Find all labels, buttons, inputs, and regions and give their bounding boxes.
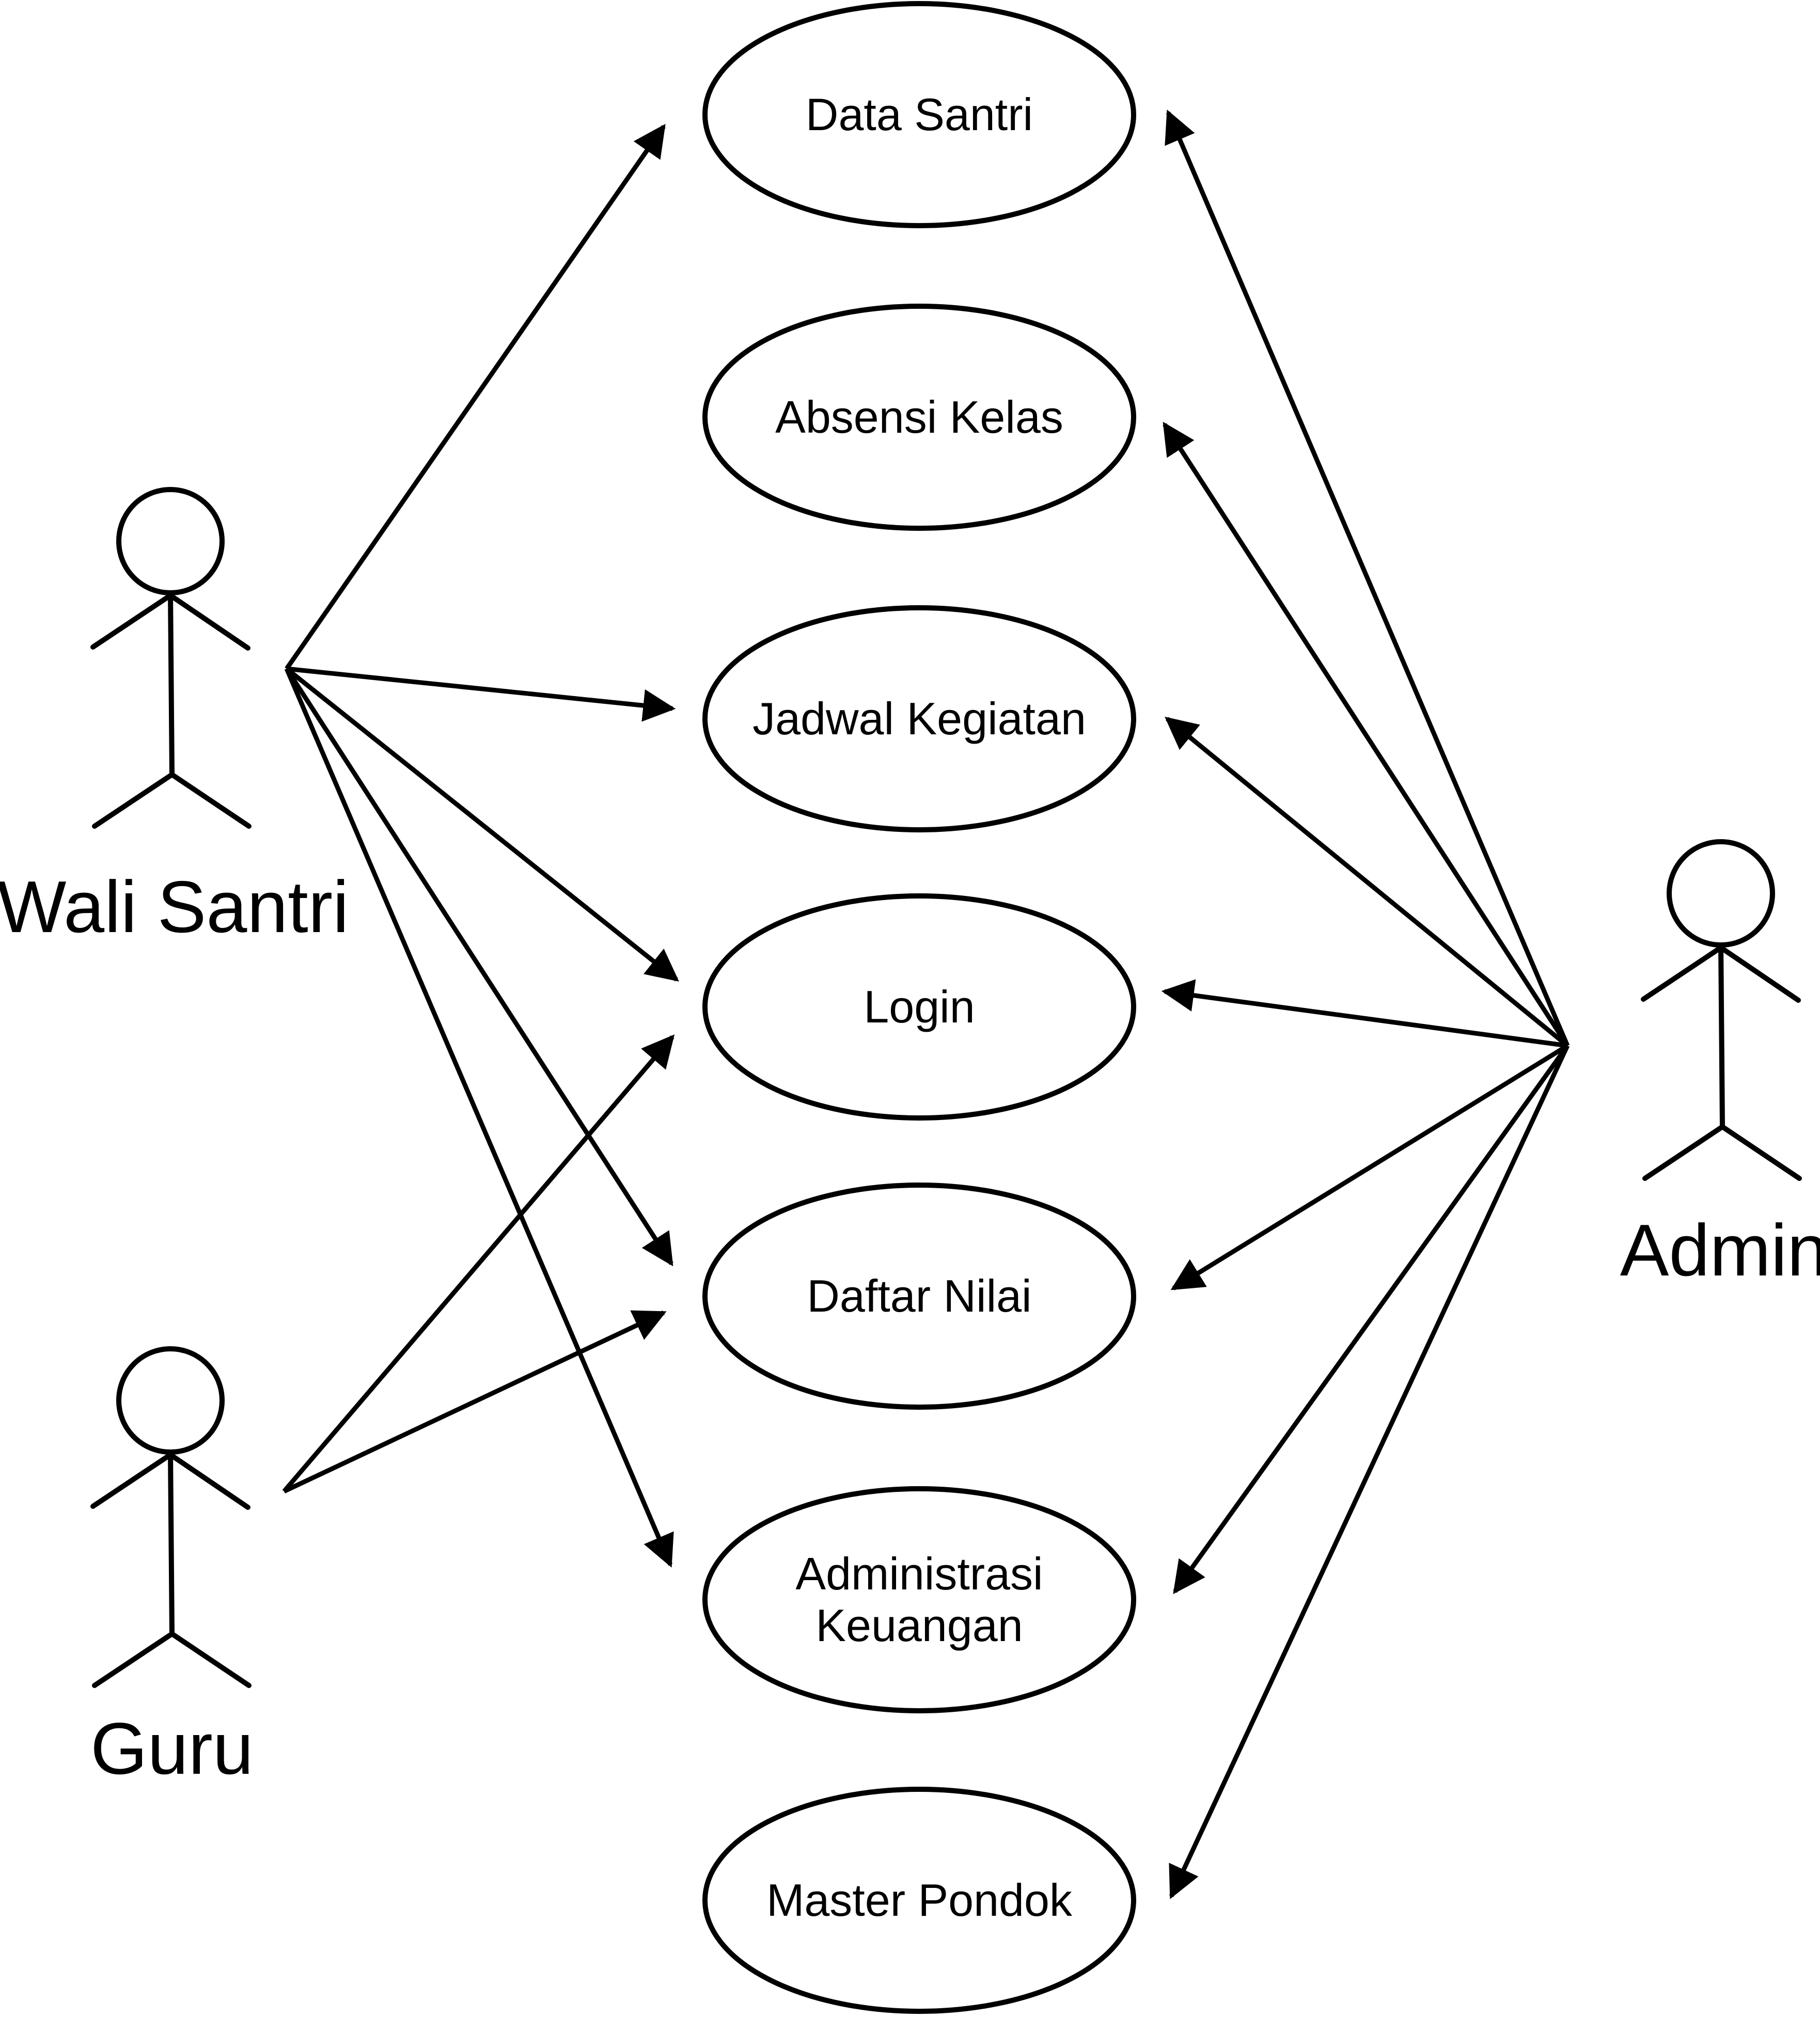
association-admin-to-jadwal-kegiatan <box>1165 717 1569 1048</box>
association-wali-santri-to-data-santri <box>285 123 666 670</box>
use-case-label: Daftar Nilai <box>807 1270 1031 1321</box>
use-case-ellipse <box>702 1 1136 228</box>
association-admin-to-login <box>1161 979 1568 1048</box>
association-guru-to-daftar-nilai <box>283 1310 667 1494</box>
actor-guru: Guru <box>90 1346 254 1790</box>
actor-admin: Admin <box>1620 839 1820 1291</box>
actor-left-arm <box>90 593 173 650</box>
actor-right-arm <box>168 1452 250 1510</box>
use-case-absensi-kelas: Absensi Kelas <box>702 304 1136 531</box>
association-admin-to-administrasi-keuangan <box>1173 1044 1570 1595</box>
use-case-jadwal-kegiatan: Jadwal Kegiatan <box>702 605 1136 832</box>
association-admin-to-master-pondok <box>1169 1045 1570 1899</box>
use-case-ellipse <box>702 1787 1136 2014</box>
use-case-login: Login <box>702 893 1136 1121</box>
use-case-ellipse <box>702 893 1136 1121</box>
use-case-ellipse <box>702 605 1136 832</box>
actor-wali-santri: Wali Santri <box>0 487 349 948</box>
actor-right-leg <box>169 1631 252 1688</box>
actor-label: Guru <box>90 1708 254 1790</box>
actor-head <box>116 487 225 595</box>
association-guru-to-login <box>282 1034 675 1493</box>
actor-right-leg <box>169 772 252 829</box>
actor-left-leg <box>92 772 175 829</box>
actor-label: Admin <box>1620 1209 1820 1291</box>
actor-label: Wali Santri <box>0 866 349 948</box>
association-wali-santri-to-login <box>285 667 679 982</box>
actor-right-arm <box>168 593 250 651</box>
association-admin-to-data-santri <box>1165 109 1570 1047</box>
use-case-label: Keuangan <box>815 1600 1023 1651</box>
actor-body <box>168 1449 175 1636</box>
use-case-master-pondok: Master Pondok <box>702 1787 1136 2014</box>
actor-head <box>1667 839 1775 948</box>
association-admin-to-daftar-nilai <box>1170 1044 1569 1290</box>
use-case-ellipse <box>702 304 1136 531</box>
actor-right-leg <box>1720 1124 1802 1181</box>
use-case-label: Master Pondok <box>766 1874 1073 1926</box>
use-case-ellipse <box>702 1183 1136 1410</box>
association-wali-santri-to-daftar-nilai <box>285 667 673 1267</box>
actor-body <box>1718 942 1725 1129</box>
association-wali-santri-to-administrasi-keuangan <box>284 668 674 1568</box>
actor-left-arm <box>90 1452 173 1509</box>
actor-head <box>116 1346 225 1455</box>
actor-right-arm <box>1718 945 1801 1003</box>
actor-left-arm <box>1641 945 1723 1002</box>
actor-left-leg <box>1642 1124 1725 1181</box>
actor-left-leg <box>92 1631 175 1688</box>
association-wali-santri-to-jadwal-kegiatan <box>286 666 676 722</box>
use-case-label: Jadwal Kegiatan <box>752 693 1086 744</box>
association-admin-to-absensi-kelas <box>1163 421 1570 1047</box>
associations <box>282 109 1570 1899</box>
use-case-label: Login <box>864 981 975 1032</box>
use-case-daftar-nilai: Daftar Nilai <box>702 1183 1136 1410</box>
use-case-label: Data Santri <box>806 89 1033 140</box>
use-case-ellipse <box>702 1486 1136 1713</box>
use-case-data-santri: Data Santri <box>702 1 1136 228</box>
actor-body <box>168 590 175 777</box>
use-case-label: Absensi Kelas <box>775 391 1063 443</box>
use-case-label: Administrasi <box>795 1548 1043 1599</box>
